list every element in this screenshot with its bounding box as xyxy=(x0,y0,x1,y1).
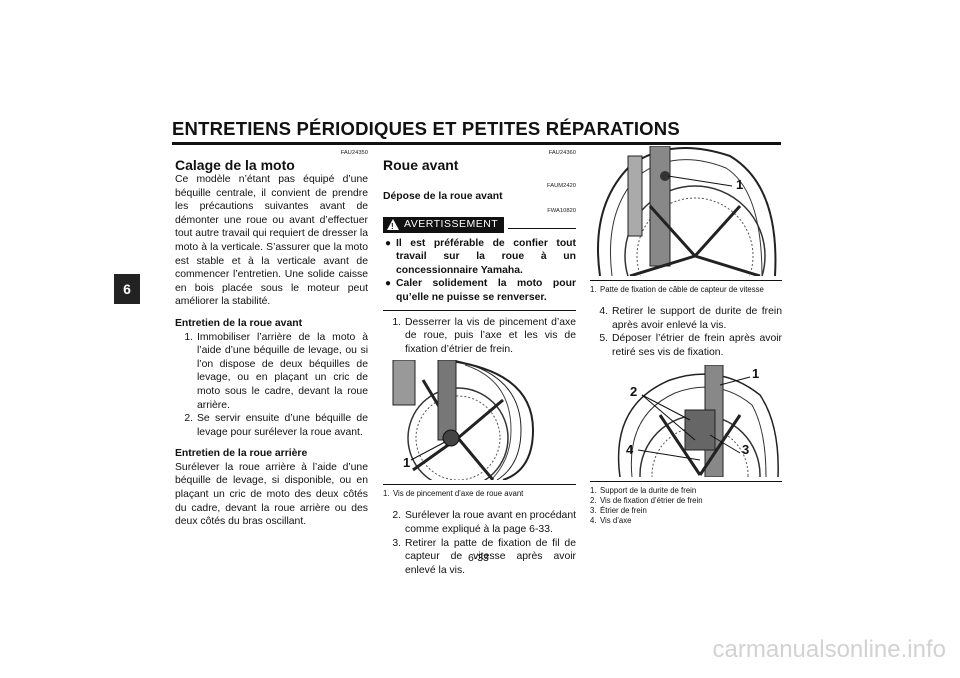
removal-step-4: 4. Retirer le support de durite de frein… xyxy=(590,305,782,332)
section-title-roue-avant: Roue avant xyxy=(383,157,459,173)
warning-header: AVERTISSEMENT xyxy=(383,216,576,234)
step-number: 1. xyxy=(392,316,401,328)
figure-callout-3: 3 xyxy=(742,442,750,458)
figure-front-wheel-axle: 1 xyxy=(383,360,576,481)
subsection-title-depose: Dépose de la roue avant xyxy=(383,191,503,202)
warning-end-rule xyxy=(383,309,576,311)
warning-badge: AVERTISSEMENT xyxy=(383,216,505,234)
step-text: Desserrer la vis de pincement d’axe de r… xyxy=(405,316,576,355)
rear-wheel-text: Surélever la roue arrière à l’aide d’une… xyxy=(175,461,368,528)
step-number: 2. xyxy=(392,510,401,522)
caption-rule xyxy=(383,484,576,486)
column-3: 1 1. Patte de fixation de câble de capte… xyxy=(590,146,782,526)
header-rule xyxy=(172,142,781,145)
watermark: carmanualsonline.info xyxy=(712,636,946,663)
warning-list: ● Il est préférable de confier tout trav… xyxy=(383,237,576,305)
removal-step-3: 3. Retirer la patte de fixation de fil d… xyxy=(383,537,576,578)
caption-item: 2. Vis de fixation d’étrier de frein xyxy=(590,496,703,506)
front-wheel-heading: Entretien de la roue avant xyxy=(175,317,303,329)
step-text: Retirer la patte de fixation de fil de c… xyxy=(405,537,576,576)
figure-brake-caliper: 1 2 3 4 xyxy=(590,365,782,478)
wheel-illustration xyxy=(392,360,535,481)
step-number: 5. xyxy=(599,333,608,345)
column-1: FAU24350 Calage de la moto Ce modèle n’é… xyxy=(175,150,368,529)
removal-step-5: 5. Déposer l’étrier de frein après avoir… xyxy=(590,332,782,359)
step-text: Immobiliser l’arrière de la moto à l’aid… xyxy=(197,331,368,411)
figure-caption: 1. Vis de pincement d’axe de roue avant xyxy=(383,489,576,499)
step-text: Déposer l’étrier de frein après avoir re… xyxy=(612,333,782,358)
subsection-code: FAUM2420 xyxy=(547,183,576,189)
step-number: 4. xyxy=(599,306,608,317)
figure-callout-4: 4 xyxy=(626,442,634,458)
rear-wheel-heading: Entretien de la roue arrière xyxy=(175,448,308,460)
step-number: 3. xyxy=(392,537,401,549)
figure-caption: 1. Patte de fixation de câble de capteur… xyxy=(590,285,782,295)
caption-item: 1. Vis de pincement d’axe de roue avant xyxy=(383,489,524,499)
page-header: ENTRETIENS PÉRIODIQUES ET PETITES RÉPARA… xyxy=(172,118,781,145)
front-step-2: 2. Se servir ensuite d’une béquille de l… xyxy=(175,412,368,439)
section-code: FAU24360 xyxy=(548,150,576,156)
step-text: Surélever la roue avant en procédant com… xyxy=(405,510,576,535)
bullet-icon: ● xyxy=(385,237,392,249)
caption-rule xyxy=(590,481,782,483)
warning-text: Il est préférable de confier tout travai… xyxy=(396,237,576,276)
warning-item: ● Caler solidement la moto pour qu’elle … xyxy=(383,277,576,304)
step-text: Se servir ensuite d’une béquille de leva… xyxy=(197,413,368,438)
caliper-illustration xyxy=(617,365,779,478)
figure-speed-sensor-bracket: 1 xyxy=(590,146,782,276)
calage-intro: Ce modèle n’étant pas équipé d’une béqui… xyxy=(175,174,368,308)
caption-item: 3. Étrier de frein xyxy=(590,506,647,516)
page-title: ENTRETIENS PÉRIODIQUES ET PETITES RÉPARA… xyxy=(172,118,680,139)
figure-callout-1: 1 xyxy=(752,366,760,382)
wheel-illustration xyxy=(597,146,777,276)
warning-code: FWA10820 xyxy=(547,207,576,214)
bullet-icon: ● xyxy=(385,278,392,290)
warning-triangle-icon xyxy=(387,219,399,234)
page-number: 6-33 xyxy=(468,553,489,564)
column-2: FAU24360 Roue avant FAUM2420 Dépose de l… xyxy=(383,150,576,577)
warning-item: ● Il est préférable de confier tout trav… xyxy=(383,237,576,278)
removal-step-2: 2. Surélever la roue avant en procédant … xyxy=(383,509,576,536)
front-step-1: 1. Immobiliser l’arrière de la moto à l’… xyxy=(175,331,368,413)
figure-callout-2: 2 xyxy=(630,384,638,400)
chapter-tab: 6 xyxy=(114,274,140,304)
section-title-calage: Calage de la moto xyxy=(175,157,295,173)
warning-rule xyxy=(508,228,576,230)
figure-callout-1: 1 xyxy=(403,455,411,471)
caption-rule xyxy=(590,280,782,281)
section-code: FAU24350 xyxy=(340,150,368,156)
figure-callout-1: 1 xyxy=(736,177,744,192)
warning-label: AVERTISSEMENT xyxy=(404,217,499,230)
step-text: Retirer le support de durite de frein ap… xyxy=(612,306,782,331)
warning-text: Caler solidement la moto pour qu’elle ne… xyxy=(396,278,576,303)
step-number: 2. xyxy=(184,413,193,425)
removal-step-1: 1. Desserrer la vis de pincement d’axe d… xyxy=(383,316,576,357)
caption-item: 4. Vis d’axe xyxy=(590,516,632,526)
figure-caption: 1. Support de la durite de frein 2. Vis … xyxy=(590,486,782,526)
step-number: 1. xyxy=(184,331,193,343)
caption-item: 1. Patte de fixation de câble de capteur… xyxy=(590,285,764,294)
caption-item: 1. Support de la durite de frein xyxy=(590,486,697,496)
